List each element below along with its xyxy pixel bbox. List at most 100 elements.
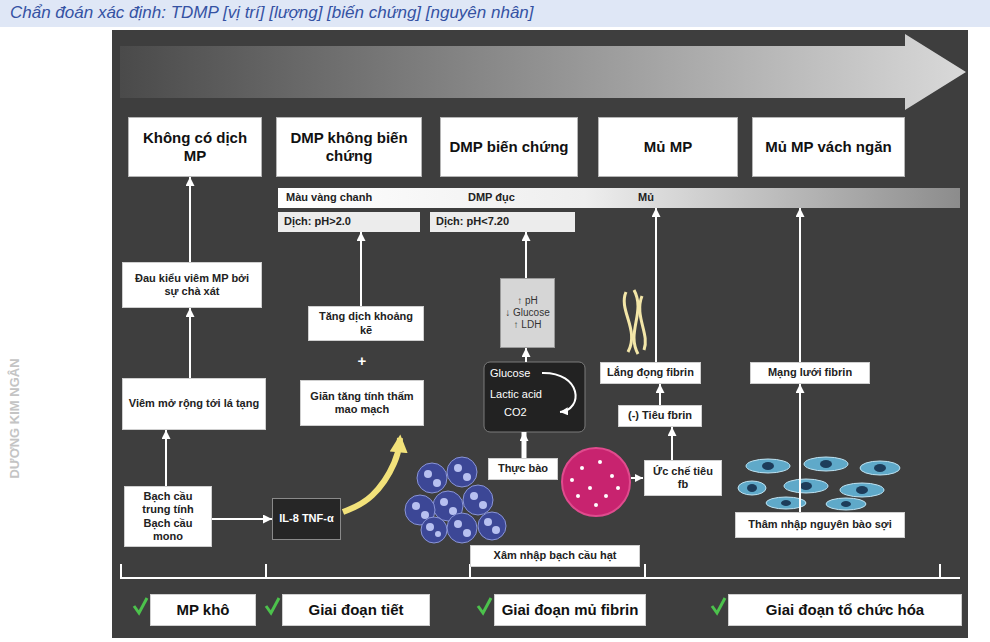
granulocyte-cells	[424, 470, 432, 478]
process-box: Tăng dịch khoảng kẽ	[308, 306, 424, 341]
node-text: Thực bào	[498, 462, 548, 475]
granulocyte-cells	[426, 523, 434, 531]
fibroblast-cells	[800, 482, 812, 490]
phase-label: Giai đoạn mủ fibrin	[494, 594, 646, 626]
bacterium-cell	[576, 494, 580, 498]
node-text: Giai đoạn tổ chức hóa	[766, 601, 924, 619]
stage-bracket	[120, 577, 960, 579]
node-text: (-) Tiêu fbrin	[628, 409, 692, 422]
stage-bracket	[265, 564, 267, 578]
fibroblast-cells	[804, 457, 848, 471]
fibroblast-cells	[820, 460, 832, 468]
bacterium-cell	[588, 486, 592, 490]
process-box: Thực bào	[488, 458, 558, 480]
metabolism-box	[484, 362, 585, 432]
fibroblast-cells	[784, 479, 828, 493]
granulocyte-cells	[440, 498, 448, 506]
node-text: Giai đoạn mủ fibrin	[502, 601, 639, 619]
fibroblast-cells	[781, 500, 791, 506]
granulocyte-cells	[470, 492, 478, 500]
node-text: Bạch cầu trung tính Bạch cầu mono	[129, 490, 207, 543]
flow-arrow	[799, 208, 801, 362]
flow-arrow	[525, 232, 527, 278]
fibroblast-cells	[738, 457, 900, 510]
flow-arrow	[522, 432, 527, 458]
node-text: Viêm mở rộng tới lá tạng	[129, 397, 259, 410]
granulocyte-cells	[421, 517, 447, 543]
fibrin-strand	[640, 296, 646, 350]
flow-arrow	[671, 427, 673, 460]
stage-bracket	[644, 564, 646, 578]
node-text: Mạng lưới fibrin	[768, 366, 852, 379]
granulocyte-cells	[412, 502, 420, 510]
granulocyte-cells	[417, 463, 447, 493]
fluid-ph-box: Dịch: pH<7.20	[430, 212, 575, 232]
node-text: ↑ LDH	[514, 319, 542, 331]
granulocyte-cells	[463, 529, 471, 537]
node-text: Mủ	[638, 191, 654, 204]
stage-box: Mủ MP vách ngăn	[752, 117, 905, 177]
fibroblast-cells	[826, 498, 866, 510]
fibrin-strand	[634, 290, 638, 354]
granulocyte-cells	[447, 513, 477, 543]
process-box: Mạng lưới fibrin	[750, 362, 870, 384]
page-title: Chẩn đoán xác định: TDMP [vị trí] [lượng…	[10, 3, 534, 23]
flow-arrow	[659, 384, 661, 405]
process-box: Xâm nhập bạch cầu hạt	[470, 545, 640, 567]
process-box: Viêm mở rộng tới lá tạng	[122, 378, 266, 430]
node-text: Thâm nhập nguyên bào sợi	[748, 518, 892, 531]
node-text: Tăng dịch khoảng kẽ	[313, 310, 419, 336]
node-text: Đau kiểu viêm MP bởi sự chà xát	[127, 272, 257, 298]
dark-panel	[112, 30, 968, 638]
leader-arrow	[631, 477, 643, 479]
node-text: MP khô	[176, 601, 229, 619]
header-bar	[0, 0, 990, 27]
bacterium-cell	[616, 486, 620, 490]
fibroblast-cells	[747, 484, 757, 492]
granulocyte-cells	[454, 520, 462, 528]
fibroblast-cells	[762, 462, 774, 470]
node-text: Xâm nhập bạch cầu hạt	[494, 549, 617, 562]
process-box: Đau kiểu viêm MP bởi sự chà xát	[122, 262, 262, 308]
granulocyte-cells	[478, 512, 506, 540]
lab-result-box: ↑ pH↓ Glucose↑ LDH	[500, 278, 555, 348]
progression-arrow	[120, 34, 966, 110]
node-text: Lactic acid	[490, 388, 542, 401]
flow-arrow	[799, 384, 801, 512]
fluid-band: Màu vàng chanhDMP đụcMủ	[278, 188, 960, 208]
bacterium-cell	[562, 448, 630, 516]
bacterium-cell	[610, 474, 614, 478]
process-box: Ức chế tiêu fb	[644, 460, 722, 496]
granulocyte-cells	[463, 473, 471, 481]
bacterium-cell	[604, 494, 608, 498]
fibroblast-cells	[840, 483, 884, 497]
metabolism-box: GlucoseLactic acidCO2	[484, 362, 585, 432]
node-text: ↑ pH	[517, 295, 538, 307]
check-mark	[712, 598, 725, 613]
node-text: Dịch: pH>2.0	[284, 215, 351, 228]
flow-arrow	[189, 177, 191, 262]
node-text: Lắng đọng fibrin	[607, 366, 694, 379]
process-box: Thâm nhập nguyên bào sợi	[735, 512, 905, 538]
node-text: Mủ MP	[644, 138, 692, 156]
node-text: Màu vàng chanh	[286, 191, 372, 204]
signal-arrow	[343, 438, 400, 512]
check-mark	[478, 598, 491, 613]
stage-box: DMP biến chứng	[440, 117, 578, 177]
granulocyte-cells	[463, 485, 493, 515]
node-text: Giãn tăng tính thấm mao mạch	[305, 390, 419, 416]
cycle-arrow	[542, 373, 576, 412]
node-text: Dịch: pH<7.20	[436, 215, 509, 228]
granulocyte-cells	[454, 464, 462, 472]
bacterium-cell	[598, 460, 602, 464]
bacterium-cell	[570, 478, 574, 482]
fibroblast-cells	[874, 464, 886, 472]
phase-label: Giai đoạn tiết	[282, 594, 430, 626]
fibroblast-cells	[856, 486, 868, 494]
plus-sign: +	[354, 352, 370, 369]
node-text: Glucose	[490, 367, 530, 380]
flow-arrow	[212, 518, 272, 520]
stage-bracket	[120, 564, 122, 578]
process-box: Lắng đọng fibrin	[600, 362, 701, 384]
stage-box: DMP không biến chứng	[276, 117, 422, 177]
